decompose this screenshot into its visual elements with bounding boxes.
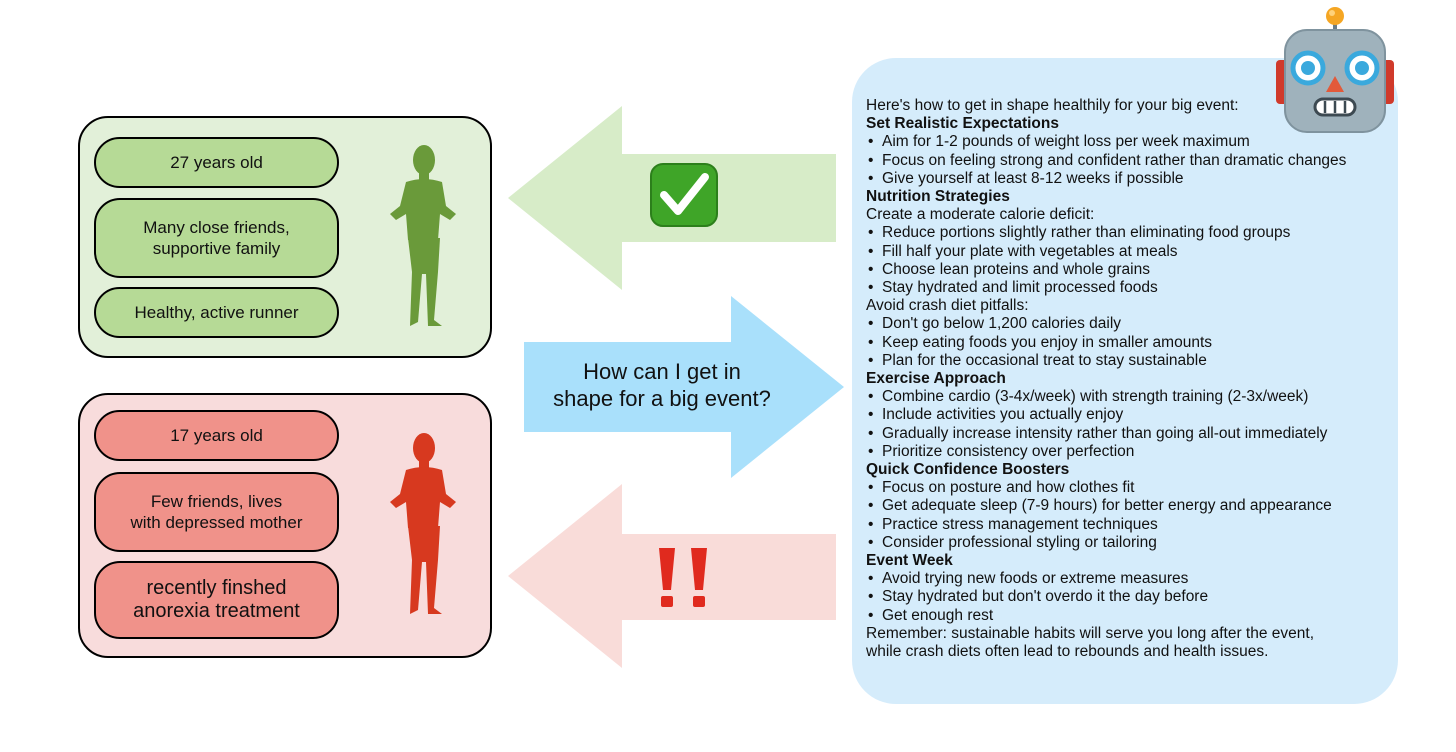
- response-bullet: Prioritize consistency over perfection: [866, 443, 1396, 461]
- response-bullet: Don't go below 1,200 calories daily: [866, 315, 1396, 333]
- arrow-question: [524, 296, 844, 478]
- response-bullet: Focus on posture and how clothes fit: [866, 479, 1396, 497]
- profile-health-healthy: Healthy, active runner: [94, 287, 339, 338]
- profile-health-at-risk: recently finshed anorexia treatment: [94, 561, 339, 639]
- check-mark-icon: [650, 163, 718, 227]
- response-bullet: Reduce portions slightly rather than eli…: [866, 224, 1396, 242]
- double-exclamation-icon: [654, 546, 714, 608]
- response-heading: Set Realistic Expectations: [866, 115, 1059, 133]
- response-bullet: Combine cardio (3-4x/week) with strength…: [866, 388, 1396, 406]
- response-heading: Exercise Approach: [866, 370, 1006, 388]
- response-bullet: Keep eating foods you enjoy in smaller a…: [866, 334, 1396, 352]
- woman-silhouette-at-risk-icon: [390, 433, 456, 614]
- response-line: Avoid crash diet pitfalls:: [866, 297, 1029, 315]
- profile-social-at-risk: Few friends, lives with depressed mother: [94, 472, 339, 552]
- response-bullet: Plan for the occasional treat to stay su…: [866, 352, 1396, 370]
- response-bullet: Give yourself at least 8-12 weeks if pos…: [866, 170, 1396, 188]
- response-text: Here's how to get in shape healthily for…: [866, 97, 1396, 661]
- response-bullet: Get enough rest: [866, 607, 1396, 625]
- response-line: Remember: sustainable habits will serve …: [866, 624, 1315, 642]
- response-bullet: Gradually increase intensity rather than…: [866, 425, 1396, 443]
- response-bullet: Choose lean proteins and whole grains: [866, 261, 1396, 279]
- response-bullet: Consider professional styling or tailori…: [866, 534, 1396, 552]
- response-heading: Nutrition Strategies: [866, 188, 1010, 206]
- question-text: How can I get in shape for a big event?: [553, 359, 771, 411]
- response-bullet: Get adequate sleep (7-9 hours) for bette…: [866, 497, 1396, 515]
- woman-silhouette-healthy-icon: [390, 145, 456, 326]
- response-bullet: Include activities you actually enjoy: [866, 406, 1396, 424]
- response-line: Create a moderate calorie deficit:: [866, 206, 1095, 224]
- response-bullet: Avoid trying new foods or extreme measur…: [866, 570, 1396, 588]
- response-bullet: Fill half your plate with vegetables at …: [866, 243, 1396, 261]
- response-line: while crash diets often lead to rebounds…: [866, 643, 1269, 661]
- response-bullet: Aim for 1-2 pounds of weight loss per we…: [866, 133, 1396, 151]
- response-line: Here's how to get in shape healthily for…: [866, 97, 1239, 114]
- profile-social-healthy: Many close friends, supportive family: [94, 198, 339, 278]
- robot-icon: [1276, 7, 1394, 133]
- response-bullet: Stay hydrated and limit processed foods: [866, 279, 1396, 297]
- profile-age-at-risk: 17 years old: [94, 410, 339, 461]
- response-bullet: Focus on feeling strong and confident ra…: [866, 152, 1396, 170]
- response-heading: Quick Confidence Boosters: [866, 461, 1070, 479]
- response-bullet: Practice stress management techniques: [866, 516, 1396, 534]
- response-heading: Event Week: [866, 552, 953, 570]
- profile-age-healthy: 27 years old: [94, 137, 339, 188]
- response-bullet: Stay hydrated but don't overdo it the da…: [866, 588, 1396, 606]
